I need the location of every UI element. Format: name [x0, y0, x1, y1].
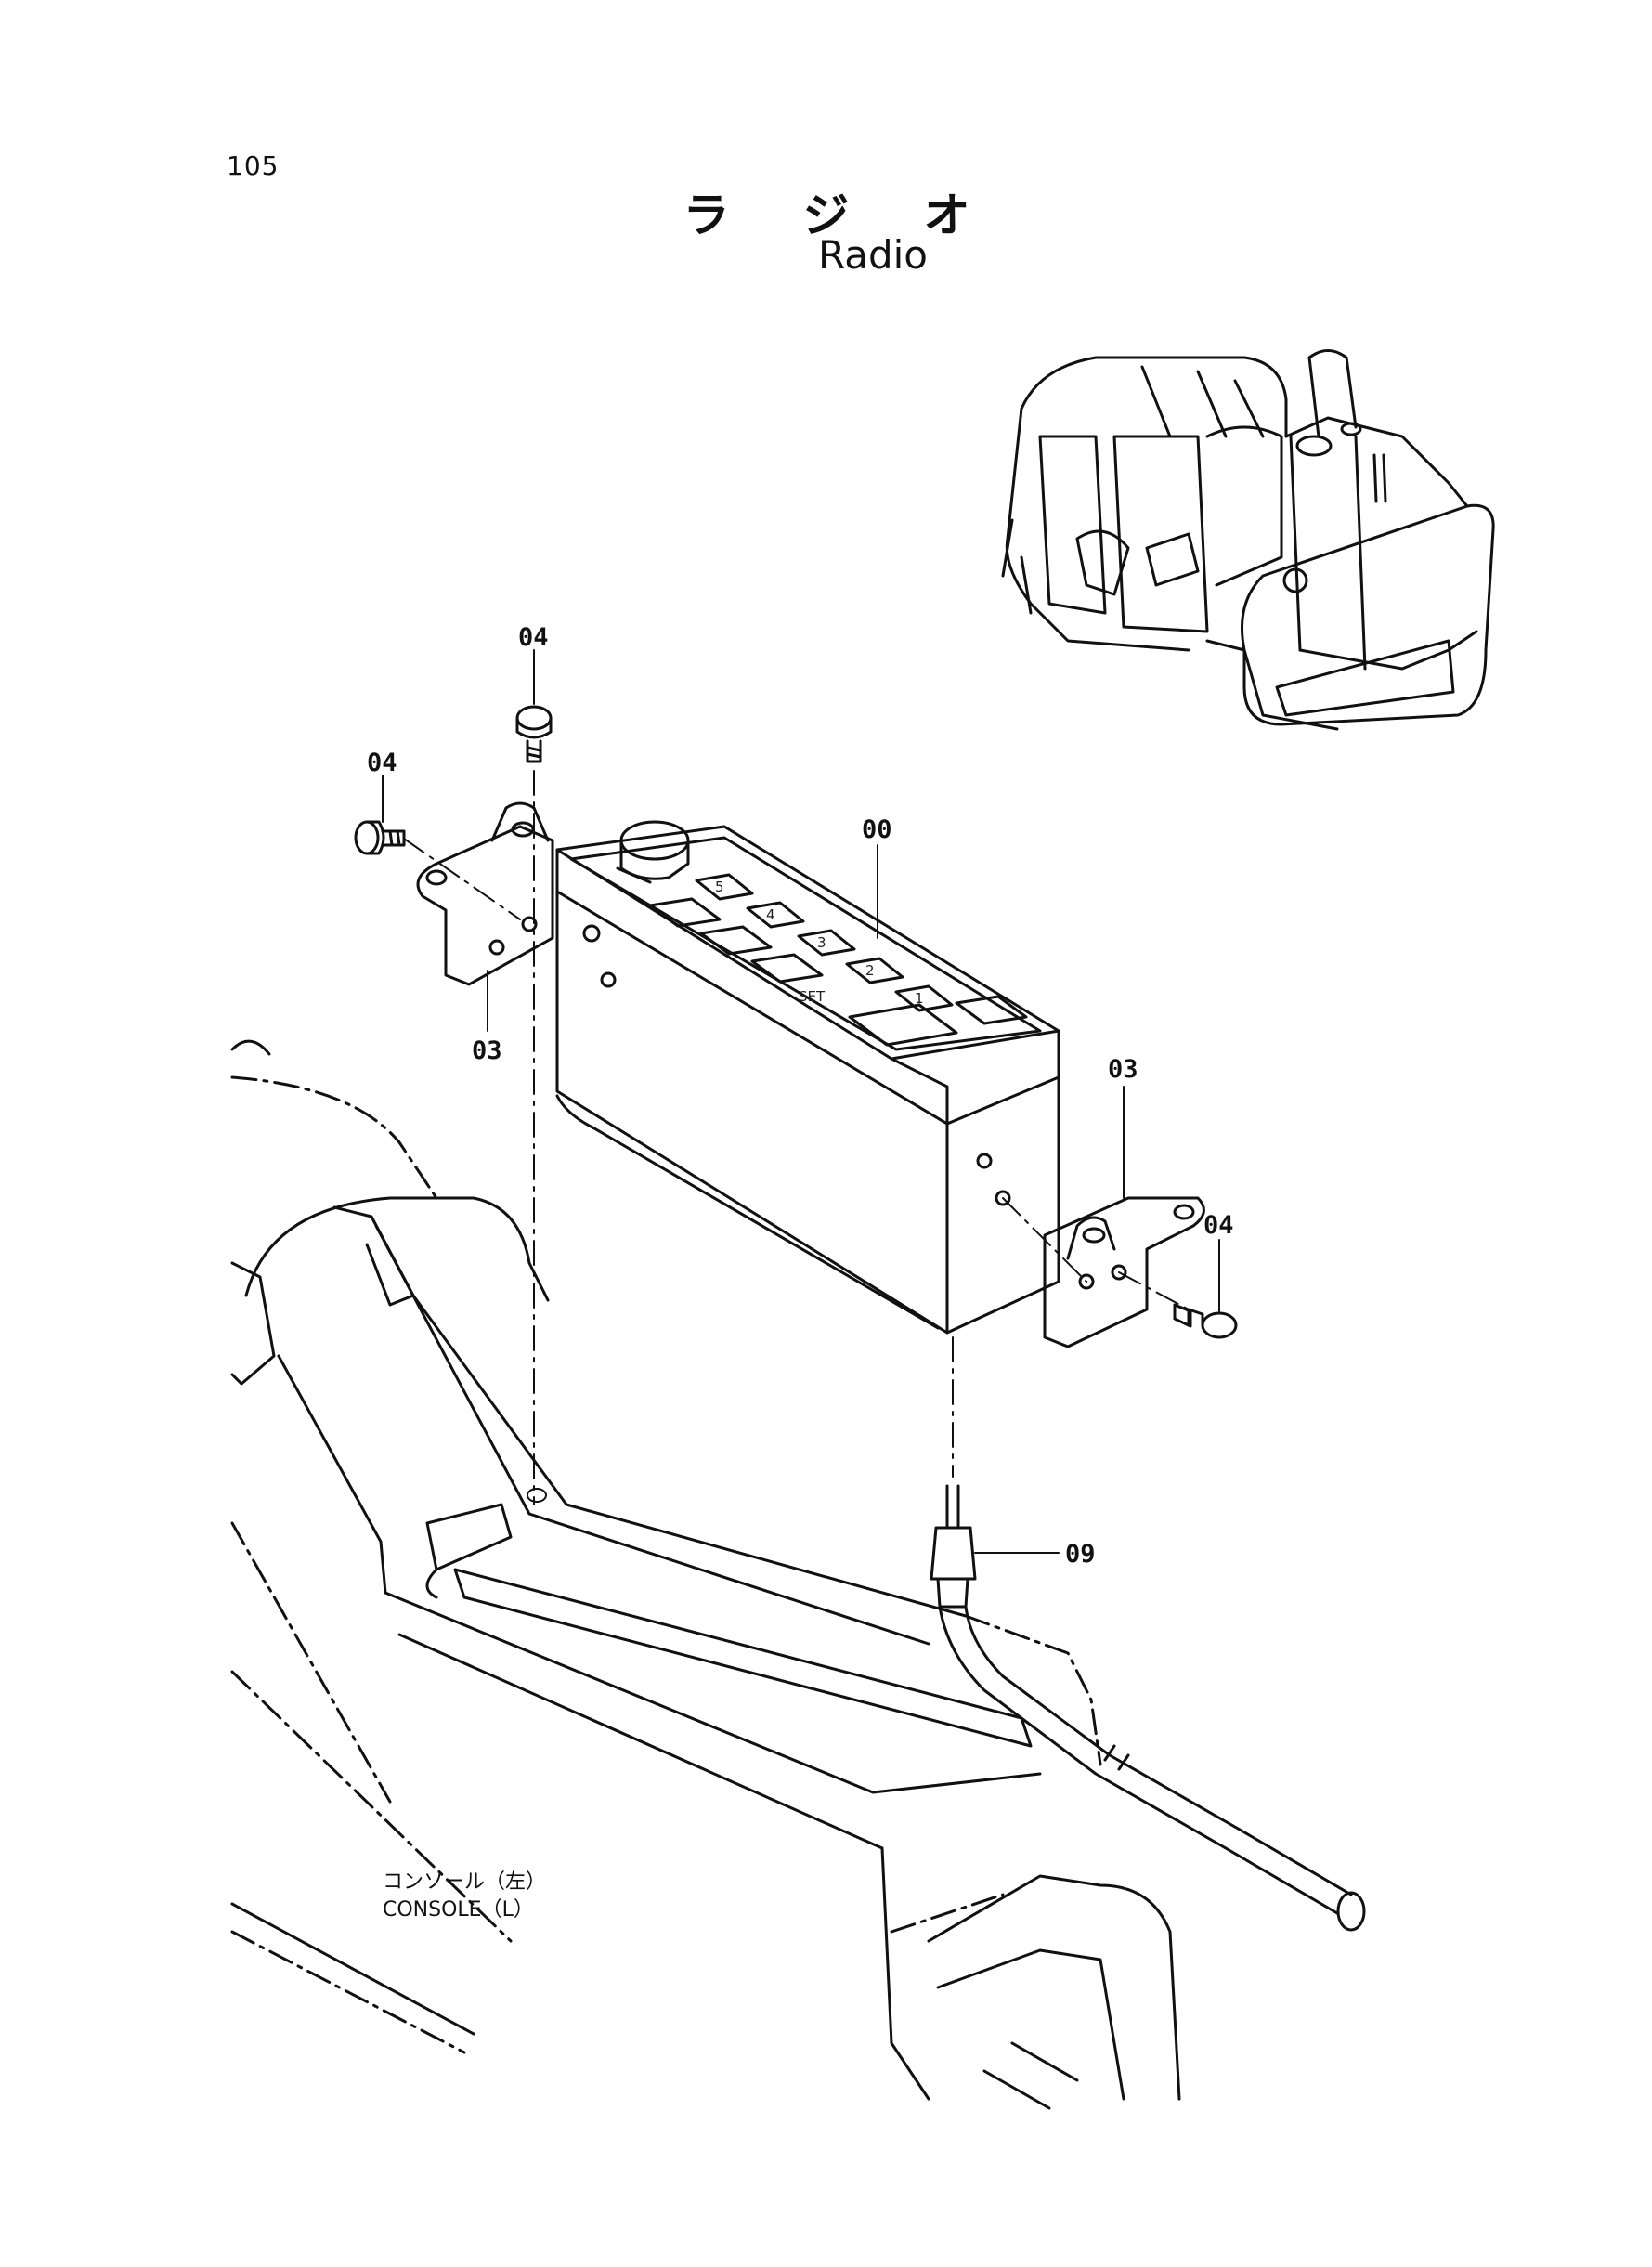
- radio-unit-illustration: [555, 820, 1060, 1335]
- antenna-cable-illustration: [930, 1484, 1366, 1932]
- radio-key-label: 2: [865, 962, 875, 979]
- radio-key-label: 1: [915, 990, 924, 1007]
- page-title-english: Radio: [817, 232, 929, 278]
- radio-key-label: SET: [799, 988, 826, 1005]
- console-label-japanese: コンソール（左）: [383, 1870, 547, 1894]
- radio-key-label: 4: [766, 906, 775, 923]
- console-left-illustration: [230, 1039, 1181, 2110]
- callout-radio: 00: [862, 815, 892, 844]
- page-title-japanese: ラジオ: [683, 189, 1045, 242]
- assembly-lines: [403, 770, 1190, 1505]
- callout-antenna-cable: 09: [1065, 1540, 1096, 1569]
- excavator-overview-illustration: [1001, 349, 1495, 731]
- console-label: コンソール（左） CONSOLE（L）: [383, 1869, 546, 1924]
- page-number: 105: [227, 150, 280, 181]
- right-bracket-illustration: [1043, 1196, 1205, 1348]
- radio-key-label: 3: [817, 934, 826, 951]
- callout-leader-lines: [382, 649, 1220, 1554]
- screw-left-illustration: [354, 820, 406, 855]
- left-bracket-illustration: [416, 801, 554, 986]
- screw-top-illustration: [515, 705, 553, 763]
- radio-key-label: 5: [715, 879, 724, 895]
- callout-bracket-right: 03: [1108, 1055, 1138, 1084]
- callout-screw-top: 04: [518, 623, 549, 652]
- console-label-english: CONSOLE（L）: [383, 1898, 534, 1922]
- screw-right-illustration: [1173, 1303, 1238, 1339]
- callout-bracket-left: 03: [472, 1036, 502, 1065]
- callout-screw-left: 04: [367, 749, 397, 777]
- callout-screw-right: 04: [1203, 1211, 1234, 1240]
- radio-preset-key-labels: 5 4 3 2 1 SET: [715, 879, 924, 1007]
